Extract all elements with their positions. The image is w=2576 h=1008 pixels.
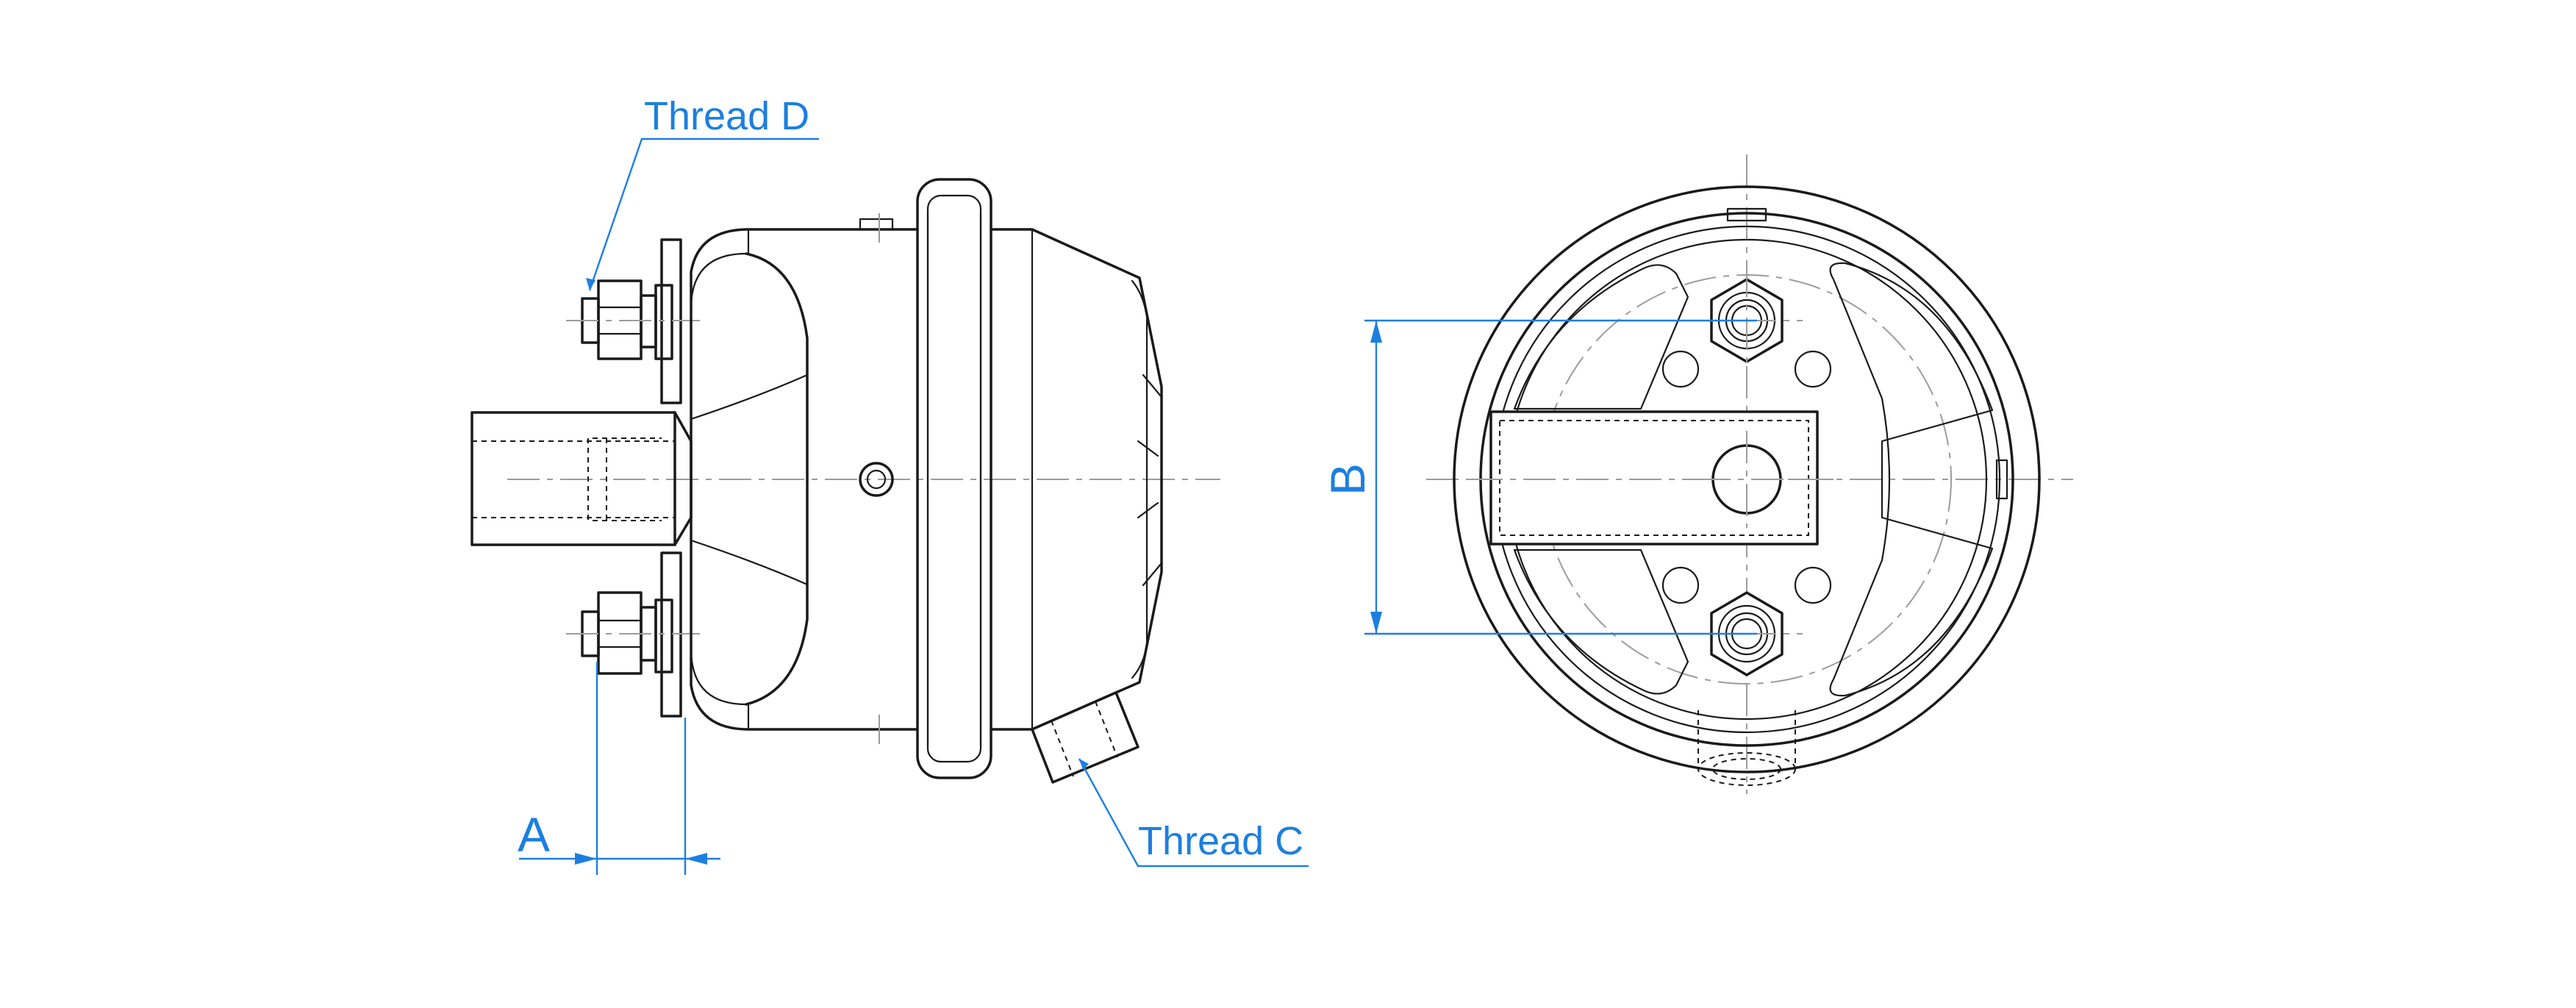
- dimensions: [519, 137, 1757, 875]
- lower-stud-nut: [566, 551, 700, 718]
- thread-c-port: [1031, 691, 1139, 784]
- dimension-a-label: A: [518, 807, 550, 862]
- diaphragm-housing: [690, 213, 919, 744]
- thread-d-label: Thread D: [644, 94, 809, 138]
- thread-c-label: Thread C: [1138, 819, 1303, 863]
- side-view: [471, 178, 1220, 784]
- push-rod: [471, 411, 693, 546]
- front-bottom-port: [1697, 710, 1796, 786]
- front-yoke: [1470, 410, 1838, 546]
- front-view: [1426, 154, 2073, 794]
- upper-stud-nut: [566, 238, 700, 404]
- dimension-b-label: B: [1320, 463, 1375, 496]
- clamp-ring: [916, 178, 992, 779]
